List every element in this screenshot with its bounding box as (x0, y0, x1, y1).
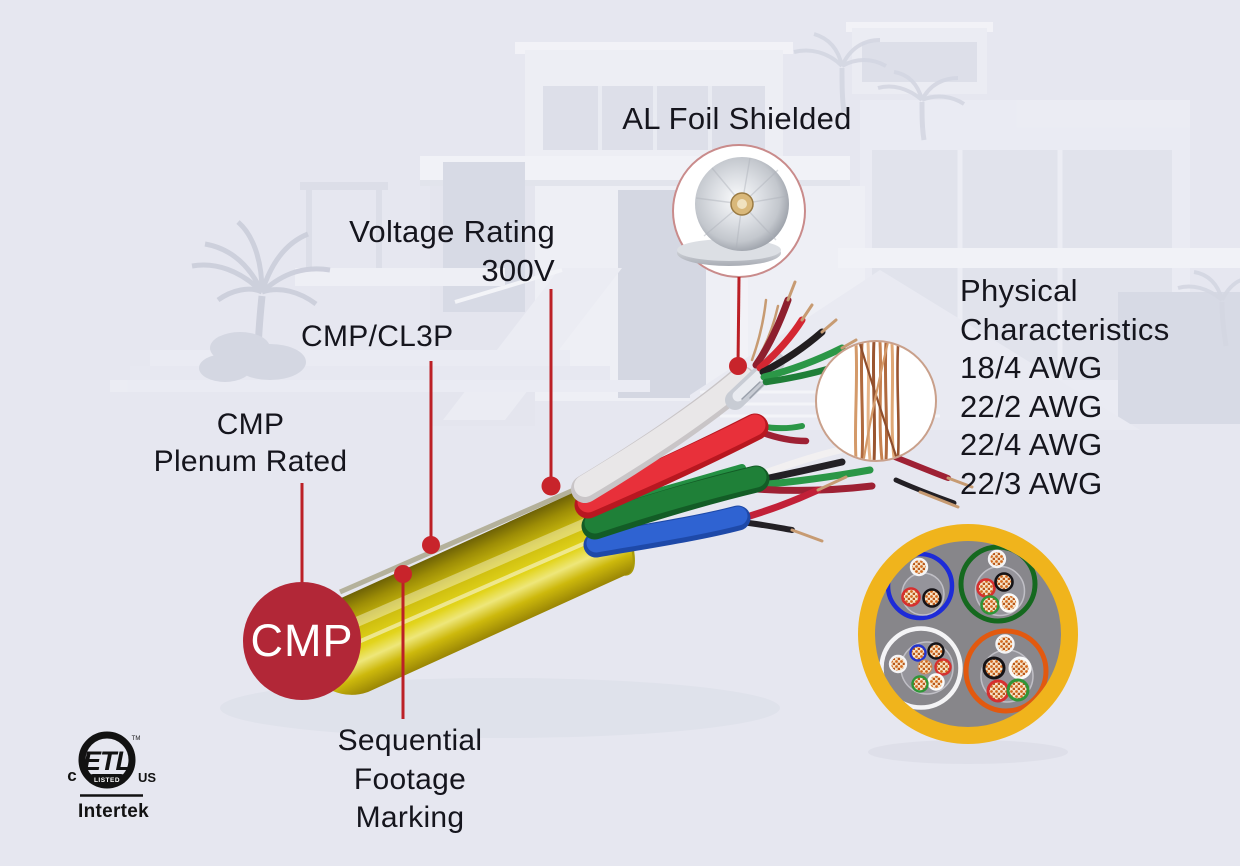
cable-subunits (571, 280, 974, 558)
plenum-line1: CMP (216, 408, 285, 441)
physical-line: 22/3 AWG (960, 465, 1103, 501)
subunit-white (879, 626, 963, 710)
etl-tm-label: TM (132, 736, 141, 742)
cross-section-shadow (868, 740, 1068, 764)
leader-al-foil (736, 276, 741, 367)
leader-dots (394, 357, 747, 583)
voltage-rating-line1: Voltage Rating (349, 214, 555, 249)
physical-characteristics-label: Physical Characteristics 18/4 AWG 22/2 A… (960, 272, 1170, 504)
palm-tree-top (793, 32, 966, 141)
etl-us-label: US (138, 770, 156, 785)
dot-sequential (394, 565, 412, 583)
physical-line: Physical (960, 273, 1078, 308)
copper-strands-callout-circle (815, 340, 937, 462)
sequential-line: Sequential (337, 724, 483, 757)
leader-lines (300, 276, 741, 719)
physical-line: 22/4 AWG (960, 427, 1103, 463)
subunit-orange (963, 628, 1049, 714)
sequential-footage-label: Sequential Footage Marking (310, 722, 510, 838)
physical-line: 18/4 AWG (960, 350, 1103, 386)
plenum-line2: Plenum Rated (153, 445, 348, 478)
dot-cl3p (422, 536, 440, 554)
sequential-line: Footage (353, 762, 467, 796)
physical-line: 22/2 AWG (960, 388, 1103, 424)
physical-line: Characteristics (960, 311, 1170, 347)
cross-section-diagram (858, 524, 1078, 744)
dot-voltage (541, 476, 561, 496)
voltage-rating-label: Voltage Rating 300V (255, 212, 555, 290)
background-house-illustration (110, 22, 1240, 430)
al-foil-callout-circle (672, 144, 806, 278)
subunit-green (958, 544, 1038, 624)
cmp-badge-circle: CMP (243, 582, 361, 700)
etl-c-label: c (67, 766, 76, 785)
palm-tree-right (1177, 270, 1240, 347)
cmp-badge-text: CMP (250, 615, 354, 666)
etl-mark-text: ETL (83, 746, 131, 776)
voltage-rating-line2: 300V (481, 253, 555, 288)
plenum-rated-label: CMP Plenum Rated (143, 406, 358, 480)
jacket-rating-label: CMP/CL3P (301, 320, 454, 353)
al-foil-label: AL Foil Shielded (622, 101, 852, 136)
sequential-line: Marking (355, 801, 465, 834)
dot-al-foil (729, 357, 747, 375)
intertek-brand-text: Intertek (78, 801, 149, 822)
etl-listed-text: LISTED (94, 777, 120, 784)
etl-intertek-logo: ETL LISTED c US TM Intertek (67, 731, 156, 822)
